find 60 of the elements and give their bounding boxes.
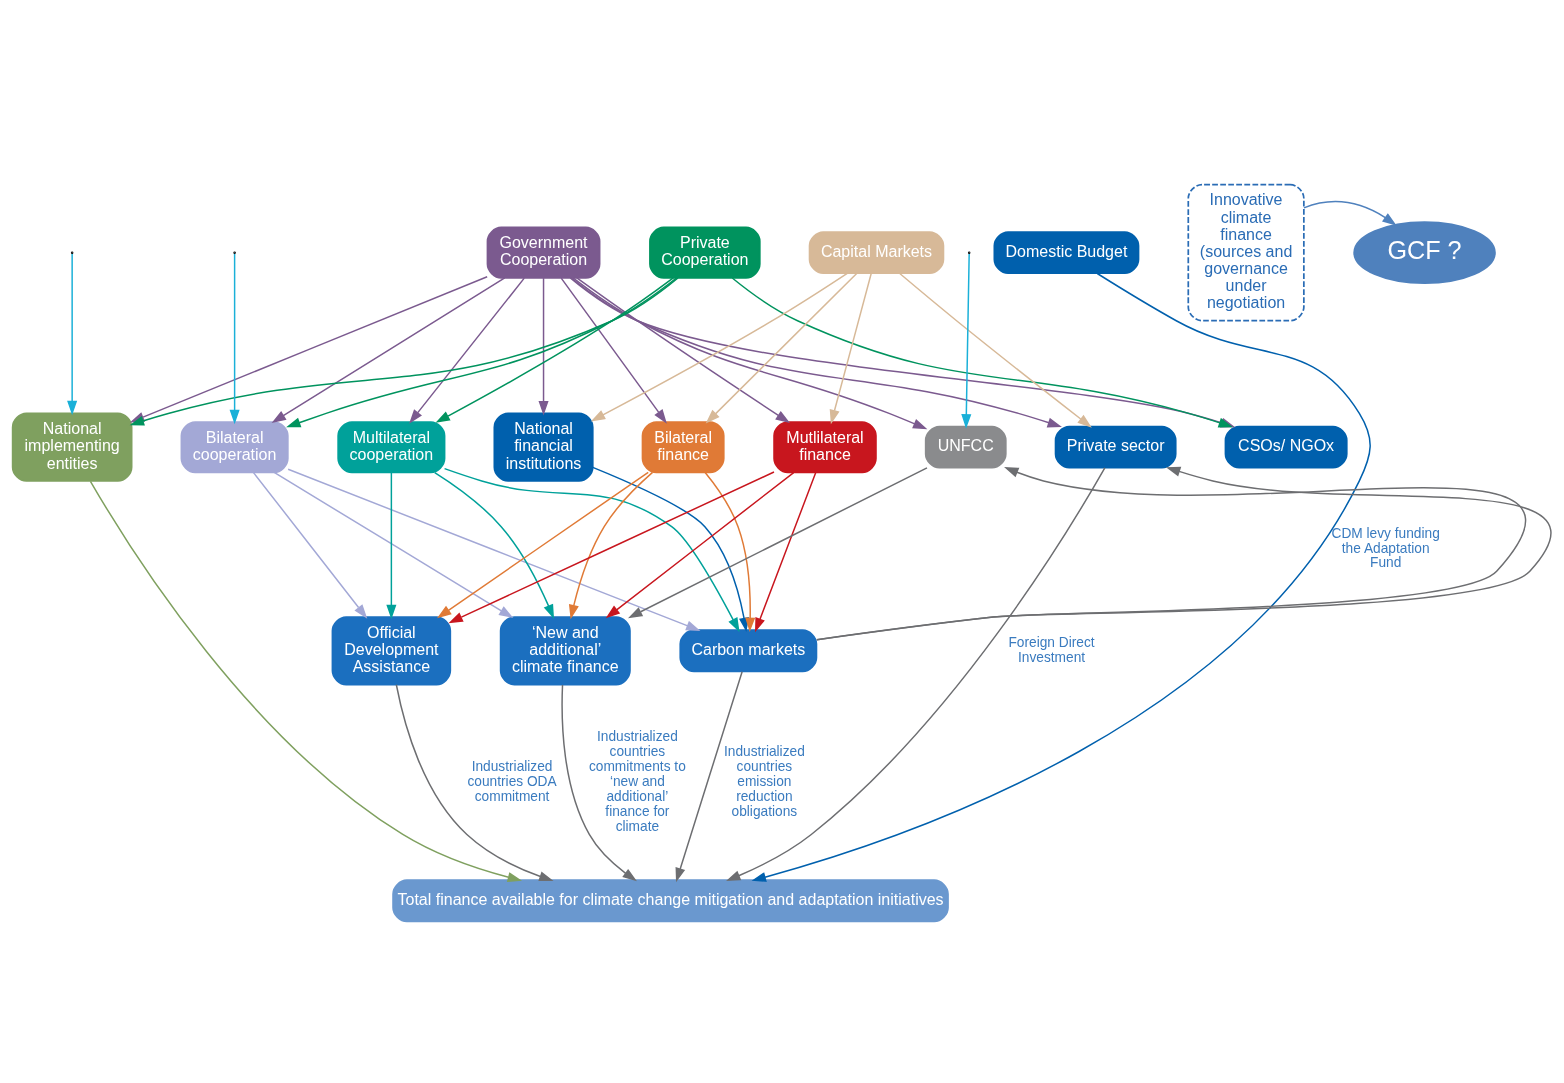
arrow (961, 253, 972, 429)
arrow (448, 471, 775, 624)
node-box: Domestic Budget (993, 231, 1140, 275)
arrow (89, 480, 523, 883)
arrow (590, 272, 848, 422)
arrow (273, 471, 514, 619)
arrow (386, 471, 397, 620)
node-box: Capital Markets (808, 231, 945, 275)
arrow (1303, 200, 1397, 226)
node-box: Total finance available for climate change mitigation and adaptation initiatives (392, 879, 949, 923)
node-box: Mutlilateral finance (773, 421, 877, 474)
edge-label: Industrialized countries emission reduction obligations (723, 744, 805, 819)
arrow (67, 253, 78, 416)
arrow (435, 277, 675, 423)
node-box: National financial institutions (493, 412, 594, 482)
node-box: Government Cooperation (486, 226, 601, 279)
node-box: Bilateral finance (641, 421, 725, 474)
arrow (605, 471, 795, 619)
arrow (286, 277, 678, 428)
arrow (705, 272, 858, 424)
arrow (409, 277, 525, 424)
arrow (751, 272, 1371, 882)
arrow (229, 253, 240, 425)
arrow (576, 277, 790, 424)
arrow (437, 471, 649, 619)
arrow (731, 277, 1233, 428)
node-box: Innovative climate finance (sources and governance under negotiation (1187, 183, 1305, 322)
arrow (570, 277, 1062, 428)
node-box: Carbon markets (679, 629, 818, 673)
arrow (434, 471, 555, 619)
arrow (395, 684, 554, 882)
node-box: National implementing entities (11, 412, 133, 482)
arrow (572, 277, 928, 430)
arrow (560, 277, 667, 424)
arrow (443, 467, 740, 633)
node-box: ‘New and additional’ climate finance (499, 616, 631, 686)
node-box: CSOs/ NGOx (1224, 425, 1348, 469)
arrow (755, 471, 817, 633)
arrow (898, 272, 1092, 428)
arrow (829, 272, 873, 425)
arrow (628, 467, 928, 619)
arrow (561, 684, 637, 882)
node-box: Official Development Assistance (331, 616, 452, 686)
arrow (675, 671, 743, 883)
arrow (287, 468, 701, 631)
node-box: Private sector (1054, 425, 1177, 469)
node-box: UNFCC (924, 425, 1007, 469)
arrow (271, 277, 506, 423)
node-box: Private Cooperation (649, 226, 761, 279)
node-box: Bilateral cooperation (180, 421, 289, 474)
edge-label: Industrialized countries ODA commitment (467, 759, 557, 804)
arrow (726, 467, 1106, 881)
edge-label: Industrialized countries commitments to ‘new and additional’ finance for climate (588, 729, 686, 834)
arrow (568, 471, 654, 620)
edge-label: Foreign Direct Investment (1008, 634, 1095, 665)
edge-label: CDM levy funding the Adaptation Fund (1331, 525, 1440, 571)
node-ellipse: GCF ? (1353, 221, 1496, 285)
arrow (538, 277, 549, 416)
node-box: Multilateral cooperation (337, 421, 446, 474)
arrow (252, 471, 368, 619)
